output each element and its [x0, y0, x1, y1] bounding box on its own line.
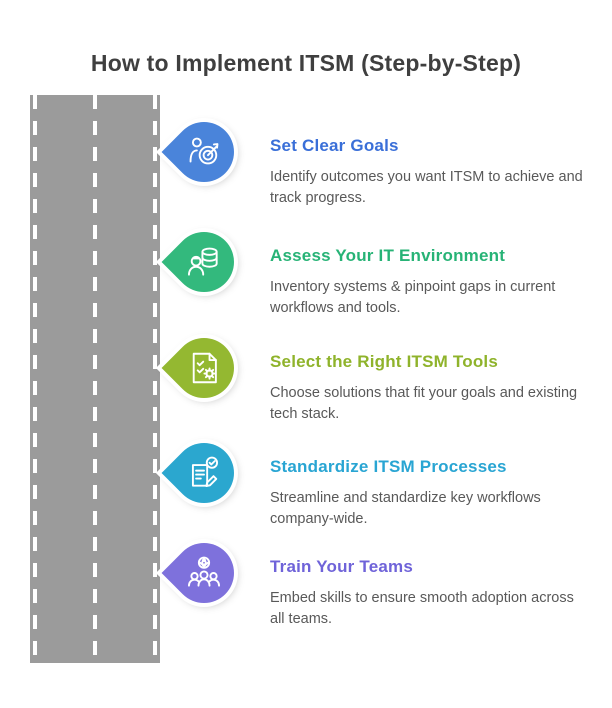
- step-description: Choose solutions that fit your goals and…: [270, 385, 578, 423]
- step-description: Inventory systems & pinpoint gaps in cur…: [270, 279, 556, 317]
- step-icon-badge: [161, 430, 247, 516]
- person-target-icon: [185, 133, 223, 171]
- road-graphic: [30, 95, 160, 663]
- step-item-select-tools: Select the Right ITSM Tools Choose solut…: [161, 325, 598, 425]
- step-icon-badge: [161, 530, 247, 616]
- lane-line-left: [33, 95, 37, 663]
- page-title: How to Implement ITSM (Step-by-Step): [90, 50, 522, 76]
- step-description: Identify outcomes you want ITSM to achie…: [270, 169, 583, 207]
- document-pen-icon: [185, 454, 223, 492]
- step-title: Train Your Teams: [270, 557, 414, 576]
- step-item-assess-environment: Assess Your IT Environment Inventory sys…: [161, 219, 598, 319]
- step-title: Select the Right ITSM Tools: [270, 352, 498, 371]
- step-title: Standardize ITSM Processes: [270, 457, 507, 476]
- checklist-gear-icon: [185, 349, 223, 387]
- step-icon-badge: [161, 219, 247, 305]
- step-item-train-teams: Train Your Teams Embed skills to ensure …: [161, 530, 598, 630]
- step-item-set-clear-goals: Set Clear Goals Identify outcomes you wa…: [161, 109, 598, 209]
- step-title: Set Clear Goals: [270, 136, 399, 155]
- step-description: Streamline and standardize key workflows…: [270, 490, 541, 528]
- lane-line-center: [93, 95, 97, 663]
- step-item-standardize-processes: Standardize ITSM Processes Streamline an…: [161, 430, 598, 530]
- step-icon-badge: [161, 325, 247, 411]
- team-gear-icon: [185, 554, 223, 592]
- step-title: Assess Your IT Environment: [270, 246, 506, 265]
- lane-line-right: [153, 95, 157, 663]
- step-icon-badge: [161, 109, 247, 195]
- step-description: Embed skills to ensure smooth adoption a…: [270, 590, 574, 628]
- person-database-icon: [185, 243, 223, 281]
